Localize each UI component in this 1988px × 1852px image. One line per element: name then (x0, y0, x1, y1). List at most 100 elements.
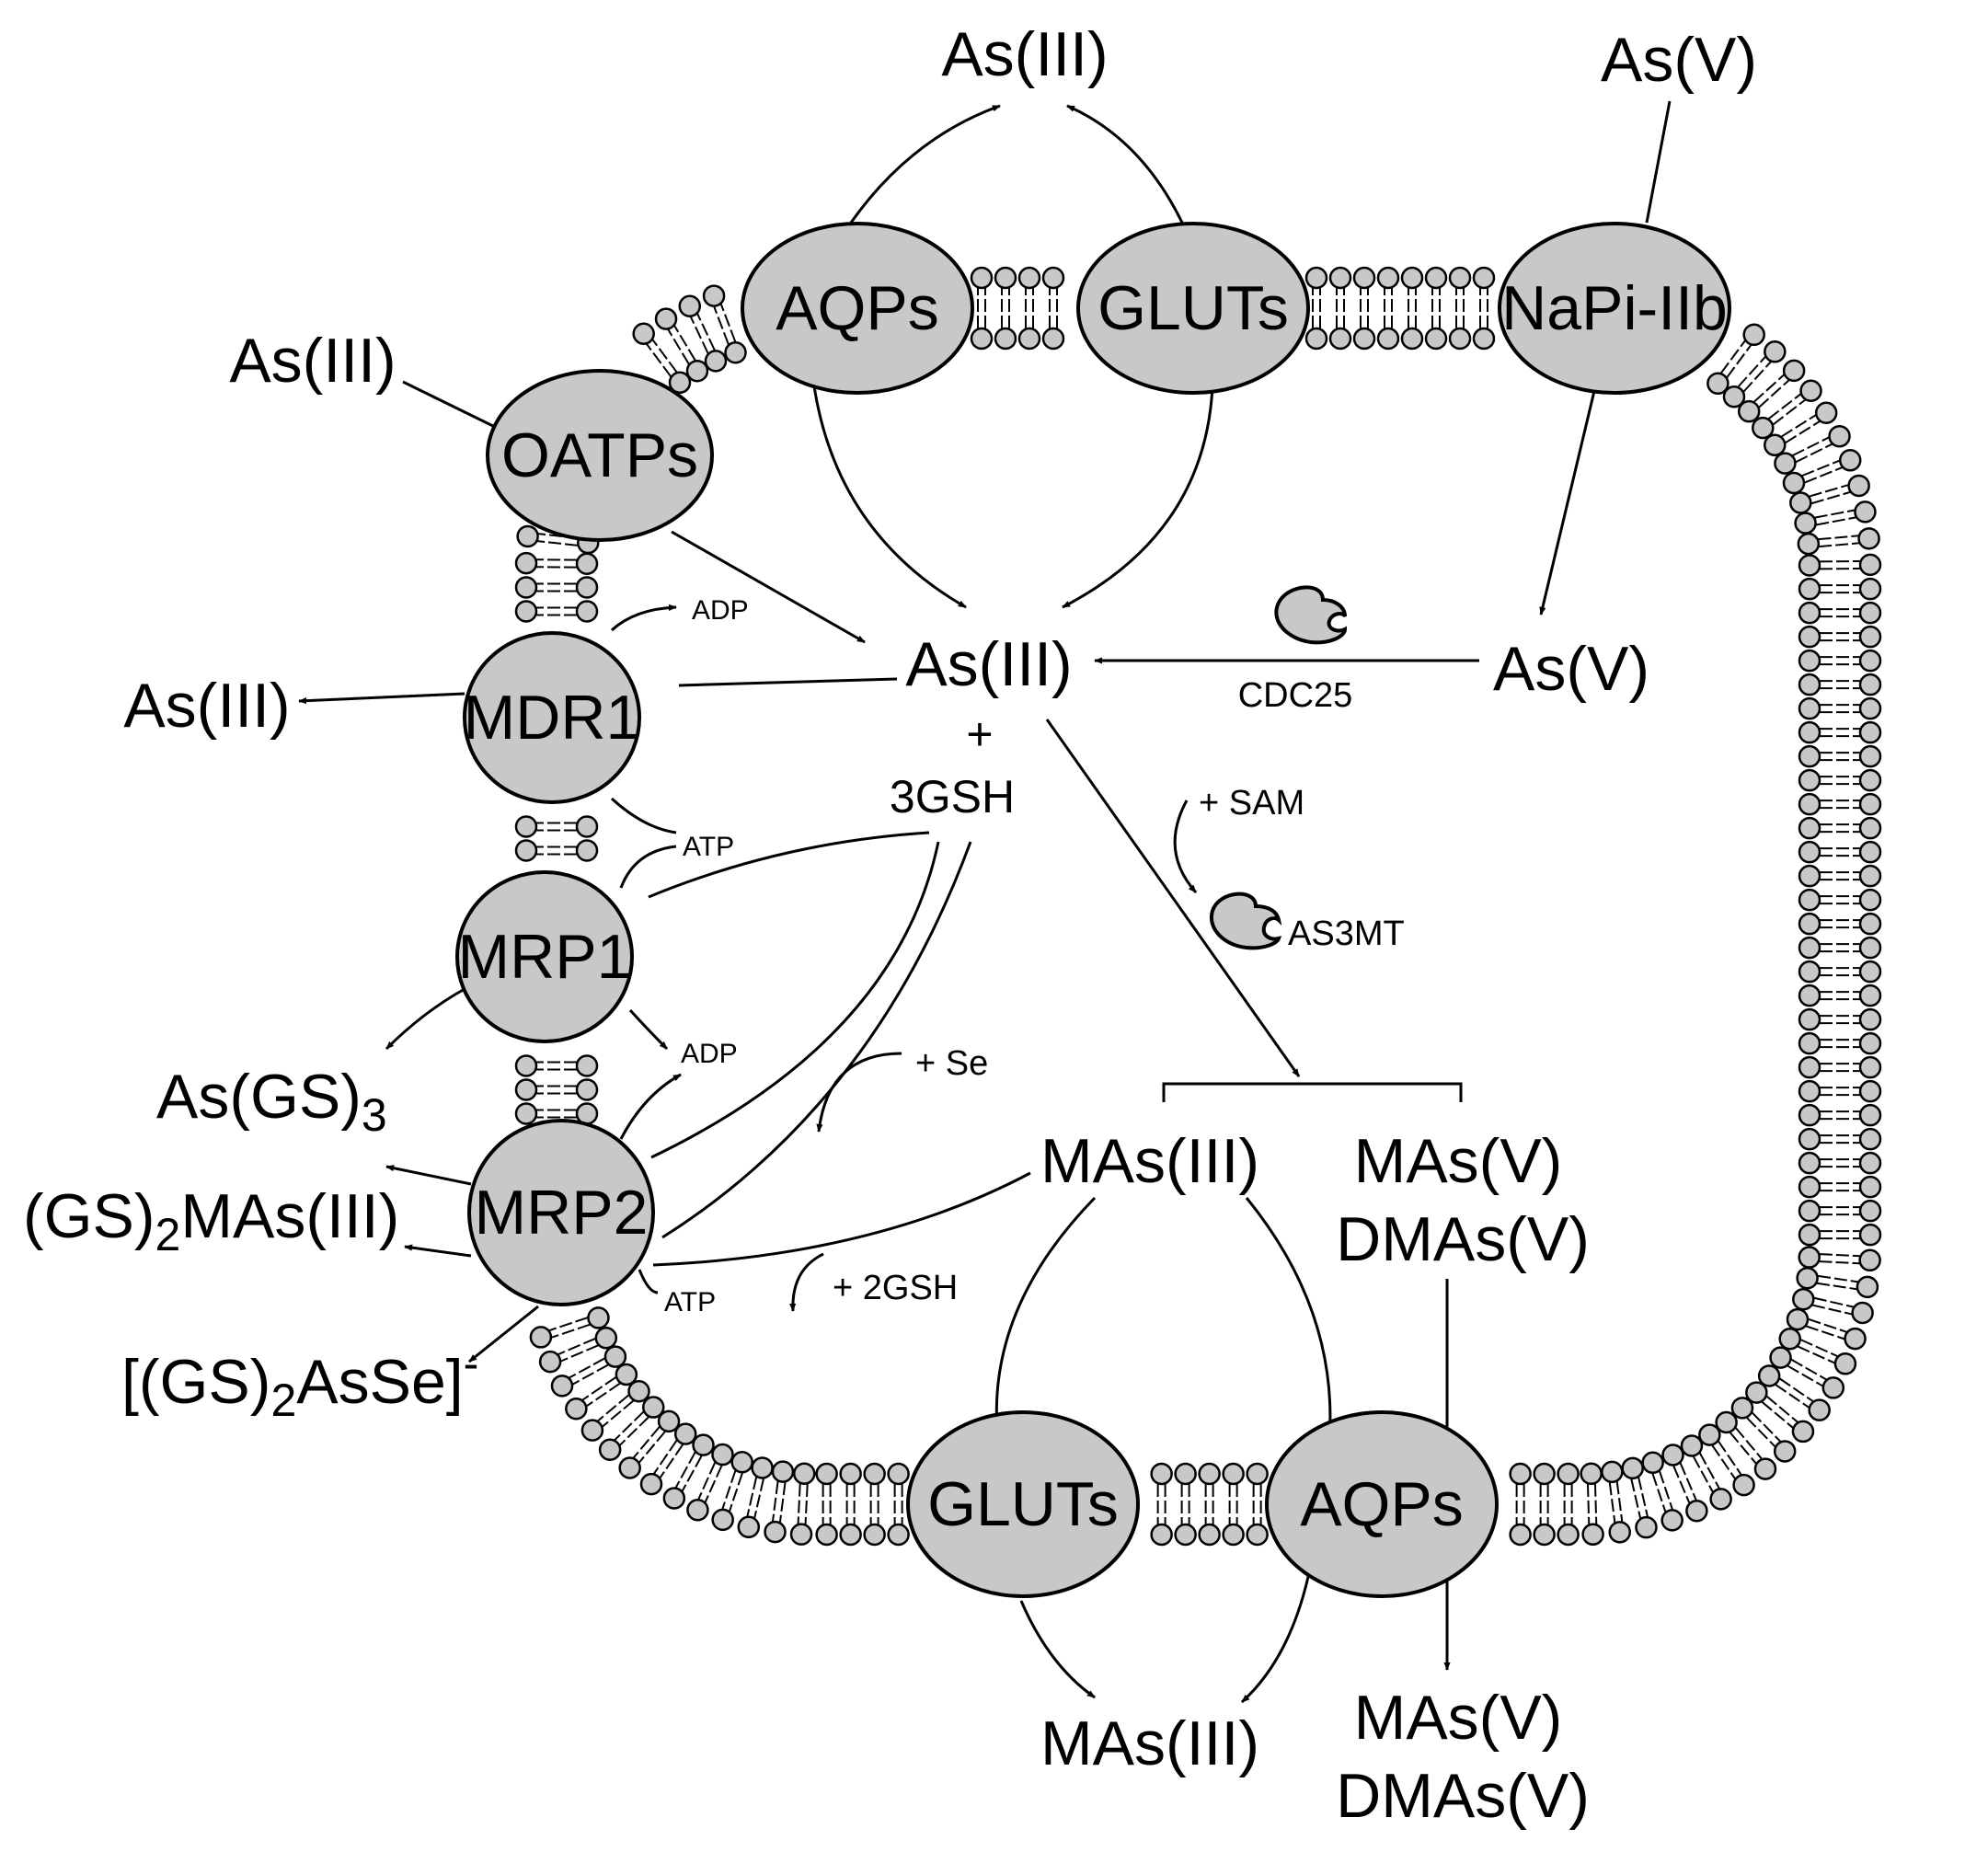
arrow-mdr1-adp (610, 604, 677, 632)
lipid-head (668, 371, 692, 395)
lipid-head (598, 1438, 622, 1462)
lipid-head (1472, 327, 1496, 351)
gluts-bottom-transporter: GLUTs (906, 1410, 1140, 1598)
lipid-head (1709, 1488, 1732, 1511)
lipid-head (662, 1487, 686, 1510)
lipid-tail (1593, 1483, 1598, 1524)
lipid-head (1858, 720, 1882, 744)
lipid-tail (1819, 1260, 1860, 1265)
arrow-plus-se (816, 1052, 902, 1133)
lipid-head (685, 359, 709, 383)
lipid-head (815, 1523, 838, 1547)
lipid-tail (1651, 1473, 1667, 1513)
lipid-tail (1805, 1325, 1845, 1340)
enzyme-cdc25: CDC25 (1238, 585, 1352, 715)
line-mas3-to-gluts (994, 1196, 1097, 1441)
lipid-tail (537, 540, 579, 546)
lipid-head (1858, 1079, 1882, 1103)
lipid-head (1833, 1352, 1857, 1375)
line-mrp1-atp (619, 845, 677, 889)
lipid-head (1017, 327, 1041, 351)
lipid-tail (1797, 1345, 1835, 1364)
lipid-head (1858, 696, 1882, 720)
lipid-head (657, 1409, 681, 1433)
lipid-head (793, 1462, 816, 1486)
lipid-head (529, 1326, 553, 1349)
lipid-tail (1698, 1452, 1720, 1490)
napi-label: NaPi-IIb (1501, 273, 1728, 343)
lipid-tail (697, 1462, 717, 1500)
plus-label: + (966, 708, 993, 760)
lipid-head (1799, 379, 1822, 402)
lipid-tail (572, 1363, 609, 1386)
lipid-head (1328, 266, 1352, 290)
lipid-tail (1679, 1462, 1697, 1501)
lipid-tail (729, 1472, 743, 1512)
lipid-tail (804, 1483, 809, 1524)
line-mas3-to-aqps (1245, 1197, 1332, 1441)
lipid-tail (1765, 1395, 1798, 1423)
lipid-tail (1808, 1317, 1847, 1333)
lipid-tail (1809, 484, 1849, 498)
lipid-head (1661, 1444, 1684, 1467)
3gsh-label: 3GSH (890, 771, 1015, 822)
arrow-napi-to-as5 (1539, 390, 1596, 615)
lipid-head (994, 266, 1017, 290)
lipid-head (1722, 385, 1746, 408)
lipid-head (1798, 840, 1821, 864)
as3-center-label: As(III) (905, 629, 1072, 699)
lipid-tail (1775, 1384, 1810, 1409)
oatps-transporter: OATPs (486, 369, 714, 542)
lipid-tail (1729, 1432, 1757, 1465)
lipid-head (587, 1306, 610, 1329)
arrow-plus-2gsh (789, 1252, 824, 1312)
lipid-head (1858, 673, 1882, 696)
lipid-head (1798, 673, 1821, 696)
reaction-arrows (298, 100, 1672, 1704)
lipid-head (1851, 1301, 1874, 1325)
lipid-tail (597, 1394, 630, 1422)
aqps-bottom-label: AQPs (1300, 1469, 1464, 1539)
lipid-head (1730, 1397, 1754, 1420)
lipid-tail (1718, 1440, 1742, 1476)
arrow-plus-sam (1173, 799, 1198, 893)
lipid-head (1732, 1473, 1755, 1497)
lipid-head (1580, 1462, 1603, 1486)
plus-se-label: + Se (915, 1044, 988, 1083)
lipid-head (1798, 912, 1821, 936)
line-as5-to-napi (1645, 100, 1672, 224)
lipid-head (1246, 1462, 1269, 1486)
lipid-head (1798, 744, 1821, 768)
membrane-proteins: AQPs GLUTs NaPi-IIb OATPs MDR1 MRP1 MRP2 (455, 222, 1731, 1598)
lipid-tail (1615, 1481, 1624, 1523)
lipid-tail (586, 1382, 621, 1408)
lipid-tail (1816, 1282, 1857, 1291)
lipid-head (1753, 1457, 1777, 1480)
arrow-mrp2-to-gs2mas-a (385, 1165, 472, 1186)
lipid-head (1472, 266, 1496, 290)
lipid-tail (1742, 361, 1772, 393)
lipid-head (1798, 1223, 1821, 1247)
lipid-head (1786, 1307, 1810, 1331)
lipid-tail (1767, 393, 1801, 420)
lipid-head (1041, 266, 1065, 290)
as5-inner-label: As(V) (1493, 634, 1649, 704)
lipid-head (1814, 401, 1838, 424)
aqps-bottom-transporter: AQPs (1265, 1410, 1499, 1598)
lipid-head (514, 1054, 538, 1077)
lipid-tail (1630, 1478, 1642, 1519)
lipid-tail (1758, 379, 1790, 408)
as5-top-label: As(V) (1601, 25, 1757, 95)
lipid-head (1757, 1364, 1781, 1387)
cdc25-enzyme-icon (1274, 585, 1348, 645)
lipid-tail (1692, 1455, 1714, 1493)
lipid-head (789, 1523, 813, 1546)
mas5-out-label: MAs(V) (1354, 1683, 1563, 1753)
lipid-tail (1811, 1304, 1853, 1316)
line-as3-to-oatps (402, 380, 498, 430)
mas3-inner-label: MAs(III) (1040, 1126, 1259, 1196)
arrow-gluts-to-as3-top (1066, 104, 1184, 224)
lipid-tail (771, 1480, 779, 1522)
plus-sam-label: + SAM (1199, 784, 1304, 822)
